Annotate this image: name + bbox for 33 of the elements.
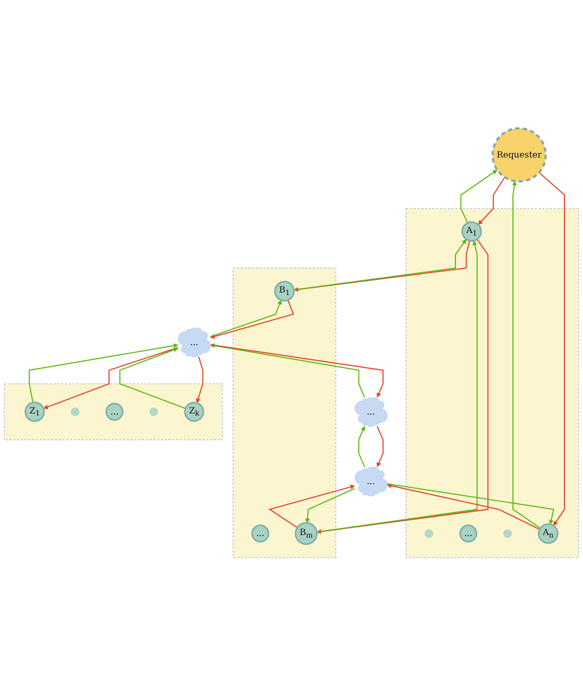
node-circle (503, 529, 512, 538)
node-circle: ... (251, 524, 270, 543)
arrow (386, 483, 540, 530)
arrow (43, 347, 178, 410)
node-circle: B$_{m}$ (294, 522, 318, 545)
arrow (460, 170, 498, 224)
cluster (4, 383, 223, 440)
node-circle: Requester (491, 127, 547, 183)
arrow (196, 356, 204, 404)
arrow (358, 426, 366, 468)
arrow (305, 488, 355, 524)
node-circle (424, 529, 434, 538)
node-circle: B$_{1}$ (274, 280, 295, 302)
node-circle (70, 407, 80, 416)
arrow (512, 180, 541, 529)
node-circle: Z$_{1}$ (24, 402, 45, 422)
node-circle: A$_{1}$ (461, 221, 482, 242)
arrow (119, 348, 186, 410)
node-circle: ... (106, 402, 124, 421)
arrow (478, 176, 506, 225)
node-circle (149, 407, 158, 416)
arrow (386, 483, 554, 524)
arrow (210, 300, 282, 338)
arrow (538, 172, 565, 526)
cluster (406, 208, 580, 558)
arrow (210, 300, 294, 339)
arrow (268, 484, 355, 528)
node-circle: Z$_{k}$ (184, 402, 204, 422)
arrow (28, 343, 178, 403)
node-circle: A$_{n}$ (538, 523, 559, 544)
arrow (376, 426, 384, 468)
node-circle: ... (459, 524, 478, 543)
cluster (232, 268, 336, 558)
